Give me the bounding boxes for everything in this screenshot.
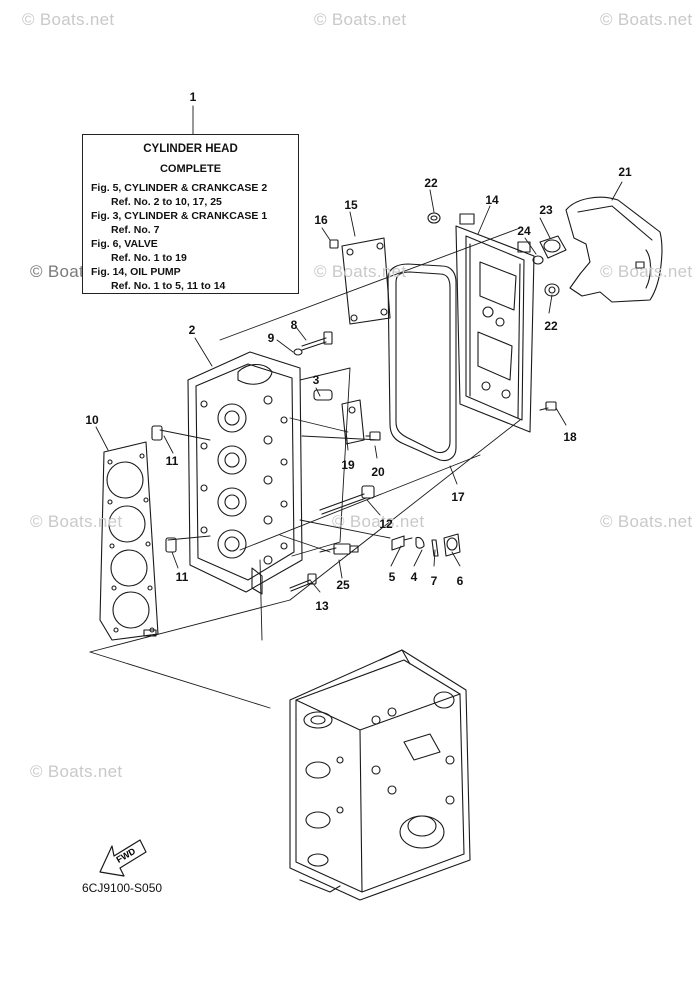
watermark: © Boats.net <box>600 262 693 281</box>
watermark: © Boats.net <box>600 10 693 29</box>
cover-grommets <box>427 212 567 297</box>
callout-5: 5 <box>388 570 396 584</box>
watermark: © Boats.net <box>314 262 407 281</box>
cover-gasket-15 <box>329 237 391 325</box>
note-line: Ref. No. 2 to 10, 17, 25 <box>111 196 222 208</box>
head-gasket <box>99 441 159 641</box>
watermark: © Boats.net <box>30 512 123 531</box>
guard-plate-21 <box>565 196 663 303</box>
watermark: © Boats.net <box>332 512 425 531</box>
callout-8: 8 <box>290 318 298 332</box>
diagram-code: 6CJ9100-S050 <box>82 881 163 895</box>
callout-24: 24 <box>517 224 531 238</box>
callout-11: 11 <box>165 454 179 468</box>
callout-9: 9 <box>267 331 275 345</box>
callout-10: 10 <box>85 413 99 427</box>
callout-6: 6 <box>456 574 464 588</box>
callout-25: 25 <box>336 578 350 592</box>
callout-14: 14 <box>485 193 499 207</box>
watermark: © Boats.net <box>30 762 123 781</box>
dowel-pins <box>151 425 177 553</box>
callout-3: 3 <box>312 373 320 387</box>
watermark: © Boats.net <box>600 512 693 531</box>
callout-17: 17 <box>451 490 465 504</box>
note-title: CYLINDER HEAD <box>143 143 238 155</box>
callout-18: 18 <box>563 430 577 444</box>
watermark: © Boats.net <box>314 10 407 29</box>
callout-7: 7 <box>430 574 438 588</box>
callout-22: 22 <box>424 176 438 190</box>
note-subtitle: COMPLETE <box>159 163 222 175</box>
callout-4: 4 <box>410 570 418 584</box>
head-bolt-long <box>289 485 375 592</box>
note-line: Fig. 3, CYLINDER & CRANKCASE 1 <box>91 210 268 222</box>
fwd-arrow-shape <box>99 839 147 877</box>
callout-1: 1 <box>189 90 197 104</box>
callout-16: 16 <box>314 213 328 227</box>
cover-bolt-18 <box>539 401 557 411</box>
callout-12: 12 <box>379 517 393 531</box>
note-line: Fig. 14, OIL PUMP <box>91 266 181 278</box>
callout-2: 2 <box>188 323 196 337</box>
thermostat-cover <box>341 399 381 445</box>
callout-23: 23 <box>539 203 553 217</box>
cover-seal-17 <box>387 263 457 462</box>
callout-13: 13 <box>315 599 329 613</box>
cylinder-head <box>187 351 303 595</box>
callout-20: 20 <box>371 465 385 479</box>
fwd-label: FWD <box>114 846 137 865</box>
callout-19: 19 <box>341 458 355 472</box>
note-line: Fig. 5, CYLINDER & CRANKCASE 2 <box>91 182 268 194</box>
callout-21: 21 <box>618 165 632 179</box>
callout-22: 22 <box>544 319 558 333</box>
callout-11: 11 <box>175 570 189 584</box>
crankcase-block <box>289 649 471 901</box>
spark-plug <box>319 543 359 555</box>
fwd-arrow: FWD <box>114 846 137 865</box>
callout-15: 15 <box>344 198 358 212</box>
cylinder-head-cover-14 <box>455 213 535 433</box>
note-line: Ref. No. 1 to 19 <box>111 252 187 264</box>
head-bolts-top <box>293 331 333 401</box>
small-parts-5-4-7-6 <box>391 533 461 557</box>
note-line: Fig. 6, VALVE <box>91 238 158 250</box>
note-line: Ref. No. 1 to 5, 11 to 14 <box>111 280 226 292</box>
parts-reference-note: CYLINDER HEAD COMPLETE Fig. 5, CYLINDER … <box>82 134 299 294</box>
watermark: © Boats.net <box>22 10 115 29</box>
note-line: Ref. No. 7 <box>111 224 160 236</box>
